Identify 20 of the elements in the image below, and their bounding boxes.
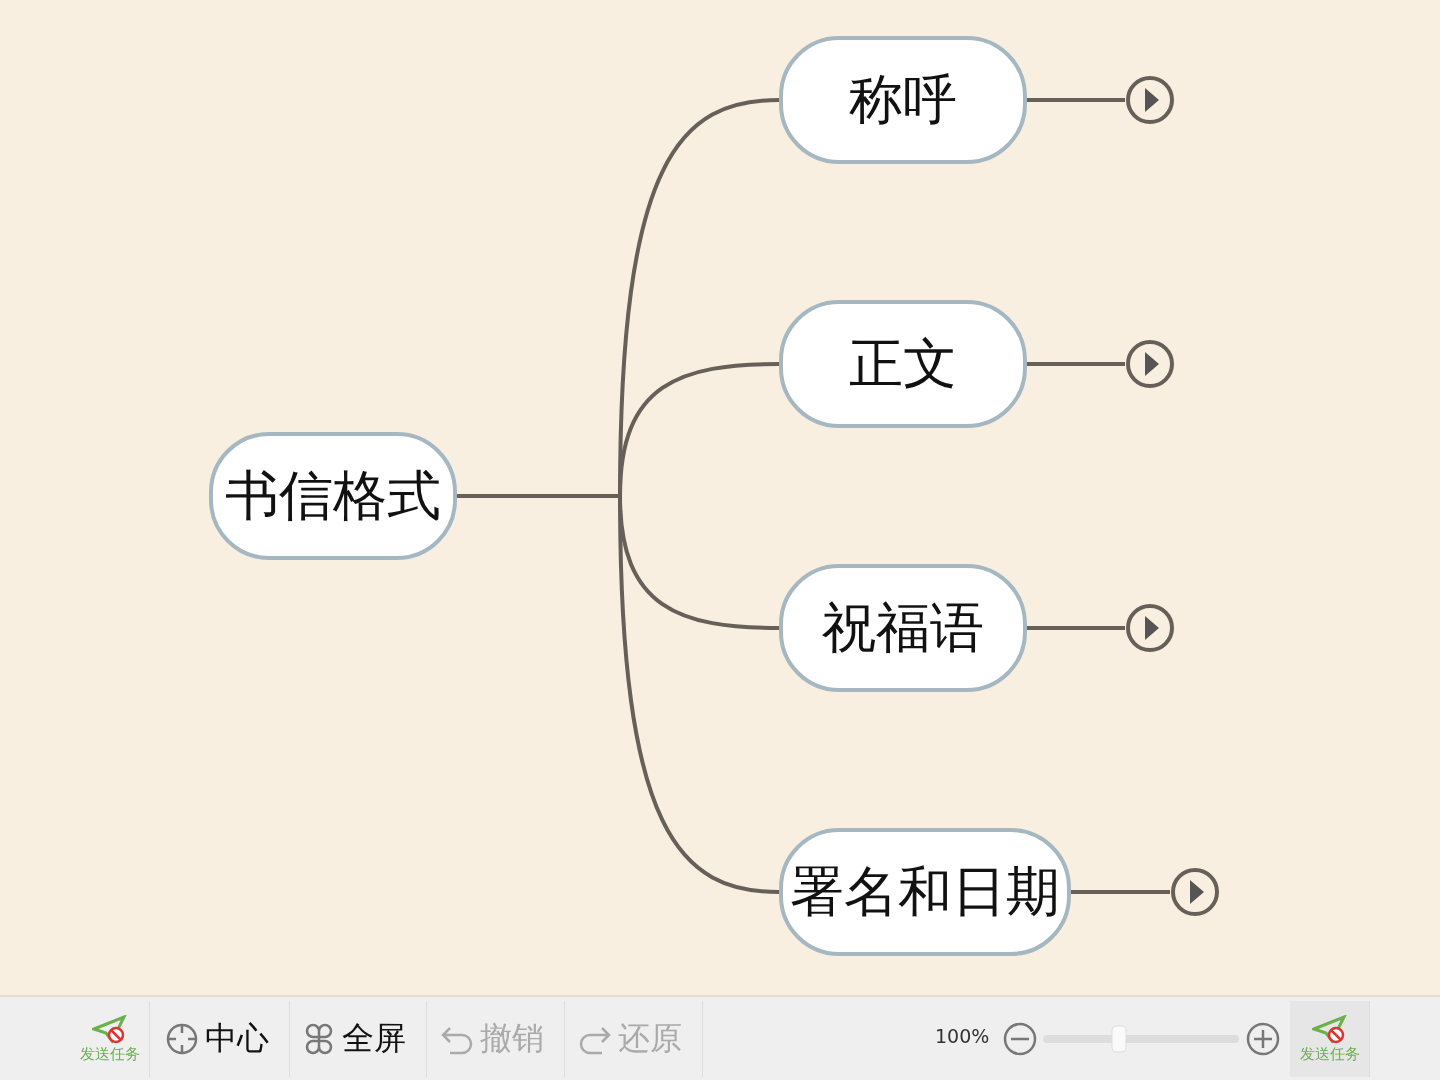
- toolbar-button: 还原: [568, 1001, 703, 1077]
- connector: [1027, 626, 1125, 630]
- topic-text: 书信格式: [225, 462, 441, 529]
- send-task-button: 发送任务: [1290, 1001, 1370, 1077]
- topic-text: 称呼: [849, 66, 957, 133]
- expand-circle: [1125, 75, 1175, 125]
- topic-text: 正文: [849, 330, 957, 397]
- connector: [1027, 362, 1125, 366]
- toolbar-button: 中心: [155, 1001, 290, 1077]
- toolbar-button: 全屏: [292, 1001, 427, 1077]
- send-task-button: 发送任务: [70, 1001, 150, 1077]
- connector: [1027, 98, 1125, 102]
- toolbar-button: 撤销: [430, 1001, 565, 1077]
- connector: [1071, 890, 1170, 894]
- expand-circle: [1170, 867, 1220, 917]
- topic-text: 祝福语: [822, 594, 984, 661]
- expand-circle: [1125, 339, 1175, 389]
- topic-text: 署名和日期: [790, 858, 1060, 925]
- expand-circle: [1125, 603, 1175, 653]
- zoom-level: 100%: [935, 1025, 990, 1047]
